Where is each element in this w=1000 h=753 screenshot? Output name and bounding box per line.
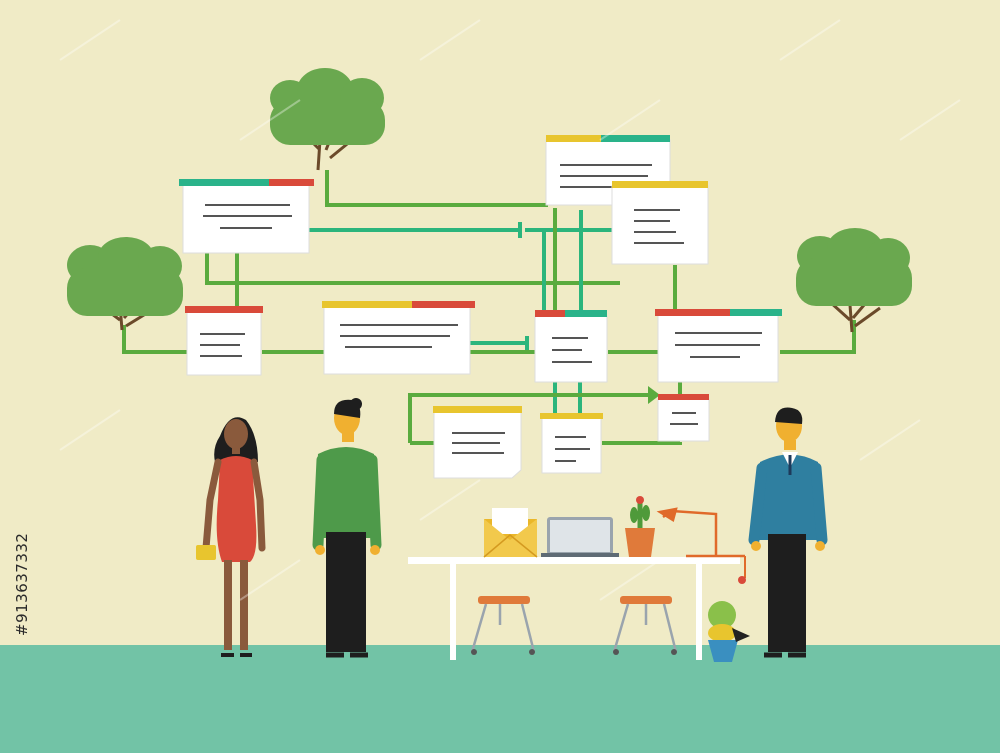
person-man-blue [748, 407, 828, 658]
potted-plant [625, 496, 655, 557]
card-7 [655, 309, 782, 383]
card-4 [185, 306, 263, 376]
card-10 [657, 394, 710, 442]
laptop [541, 517, 619, 557]
tree-top [270, 68, 385, 171]
card-9 [540, 413, 603, 474]
person-woman [196, 417, 266, 657]
person-man-green [312, 398, 382, 658]
card-1 [179, 179, 314, 254]
card-5 [322, 301, 475, 375]
watermark-pattern [59, 19, 961, 601]
stool-right [612, 596, 678, 655]
card-8 [433, 406, 522, 479]
floor [0, 645, 1000, 753]
stock-id-label: #913637332 [13, 532, 31, 636]
tree-left [67, 237, 183, 331]
cord-ornament [738, 576, 746, 584]
tree-right [796, 228, 912, 333]
card-6 [534, 310, 608, 383]
connector-lines [122, 170, 856, 445]
card-3 [611, 181, 709, 265]
envelope [483, 508, 538, 558]
desk-lamp [656, 507, 745, 558]
arrow-head [648, 386, 660, 404]
fruit-bowl [708, 601, 750, 662]
desk [408, 557, 740, 660]
stool-left [470, 596, 536, 655]
